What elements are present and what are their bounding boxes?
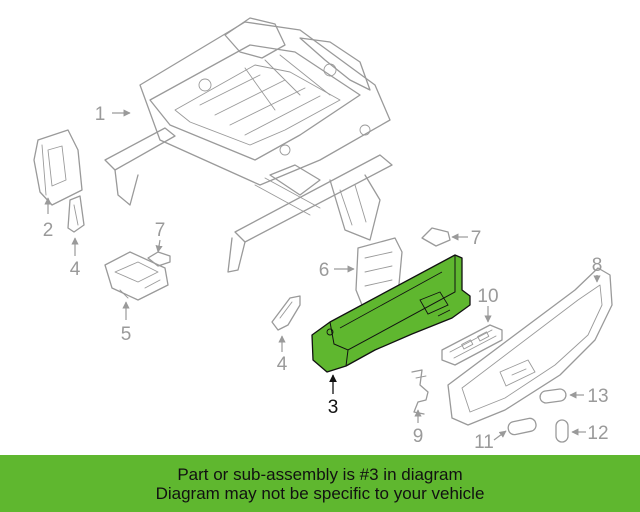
callout-6: 6 (319, 260, 330, 281)
bracket-part (104, 251, 169, 301)
knob-part-13 (539, 388, 567, 404)
callout-11: 11 (474, 432, 494, 453)
callout-4-left: 4 (70, 259, 81, 280)
callout-8: 8 (592, 255, 603, 276)
trim-piece-left (67, 195, 85, 233)
callout-labels: 1 2 4 7 5 6 7 4 3 10 8 9 13 11 12 (43, 104, 609, 453)
knob-part-11 (507, 417, 537, 436)
info-banner: Part or sub-assembly is #3 in diagram Di… (0, 455, 640, 512)
cap-part-left (147, 251, 171, 267)
wire-clip-part (411, 369, 429, 415)
callout-7-left: 7 (155, 220, 166, 241)
callout-1: 1 (95, 104, 106, 125)
banner-line-disclaimer: Diagram may not be specific to your vehi… (155, 483, 485, 503)
side-cover-part (33, 129, 83, 206)
callout-12: 12 (587, 423, 608, 444)
parts-diagram: 1 2 4 7 5 6 7 4 3 10 8 9 13 11 12 (33, 17, 613, 453)
trim-piece-center (271, 295, 301, 331)
callout-2: 2 (43, 220, 54, 241)
outer-shield-part (447, 267, 613, 426)
cap-part-right (421, 227, 451, 247)
knob-part-12 (555, 419, 569, 443)
seat-side-shield-highlighted (311, 254, 471, 373)
callout-9: 9 (413, 426, 424, 447)
leader-lines (44, 109, 601, 441)
banner-line-part-info: Part or sub-assembly is #3 in diagram (177, 464, 463, 484)
callout-10: 10 (477, 286, 498, 307)
callout-3-highlighted: 3 (328, 397, 339, 418)
callout-5: 5 (121, 324, 132, 345)
callout-4-center: 4 (277, 354, 288, 375)
seat-frame-assembly (104, 17, 393, 273)
callout-7-right: 7 (471, 228, 482, 249)
callout-13: 13 (587, 386, 608, 407)
seat-switch-part (441, 324, 503, 366)
